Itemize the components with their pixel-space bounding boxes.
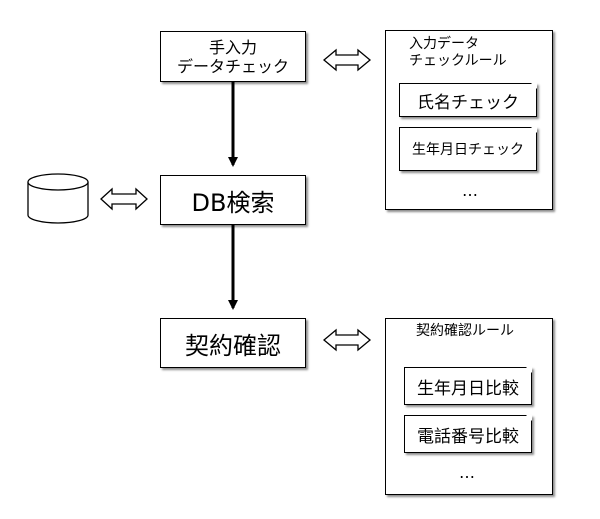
step-contract-check-label: 契約確認	[185, 331, 281, 360]
step-contract-check: 契約確認	[160, 318, 306, 368]
rule-card: 生年月日比較	[404, 367, 532, 405]
rule-card: 電話番号比較	[404, 415, 532, 453]
input-check-rules-panel: 入力データ チェックルール 氏名チェック 生年月日チェック …	[385, 30, 553, 210]
double-arrow-icon	[322, 328, 372, 352]
step-manual-input-check-line1: 手入力	[208, 37, 257, 57]
more-rules-ellipsis: …	[462, 181, 478, 200]
rule-card: 氏名チェック	[399, 83, 537, 117]
input-check-rules-title-line2: チェックルール	[409, 53, 507, 69]
rule-card-label: 生年月日チェック	[412, 142, 524, 158]
step-db-search-label: DB検索	[191, 188, 275, 217]
rule-card: 生年月日チェック	[399, 127, 537, 171]
step-manual-input-check: 手入力 データチェック	[160, 31, 306, 82]
input-check-rules-title: 入力データ チェックルール	[409, 36, 507, 70]
rule-card-label: 氏名チェック	[417, 92, 519, 113]
rule-card-label: 生年月日比較	[417, 378, 519, 399]
contract-check-rules-title: 契約確認ルール	[416, 323, 514, 339]
double-arrow-icon	[100, 187, 148, 211]
step-manual-input-check-line2: データチェック	[176, 56, 289, 76]
step-db-search: DB検索	[160, 175, 306, 225]
double-arrow-icon	[322, 48, 372, 72]
input-check-rules-title-line1: 入力データ	[409, 36, 479, 52]
database-icon	[27, 173, 89, 224]
rule-card-label: 電話番号比較	[417, 426, 519, 447]
contract-check-rules-panel: 契約確認ルール 生年月日比較 電話番号比較 …	[385, 318, 553, 495]
more-rules-ellipsis: …	[459, 463, 475, 482]
